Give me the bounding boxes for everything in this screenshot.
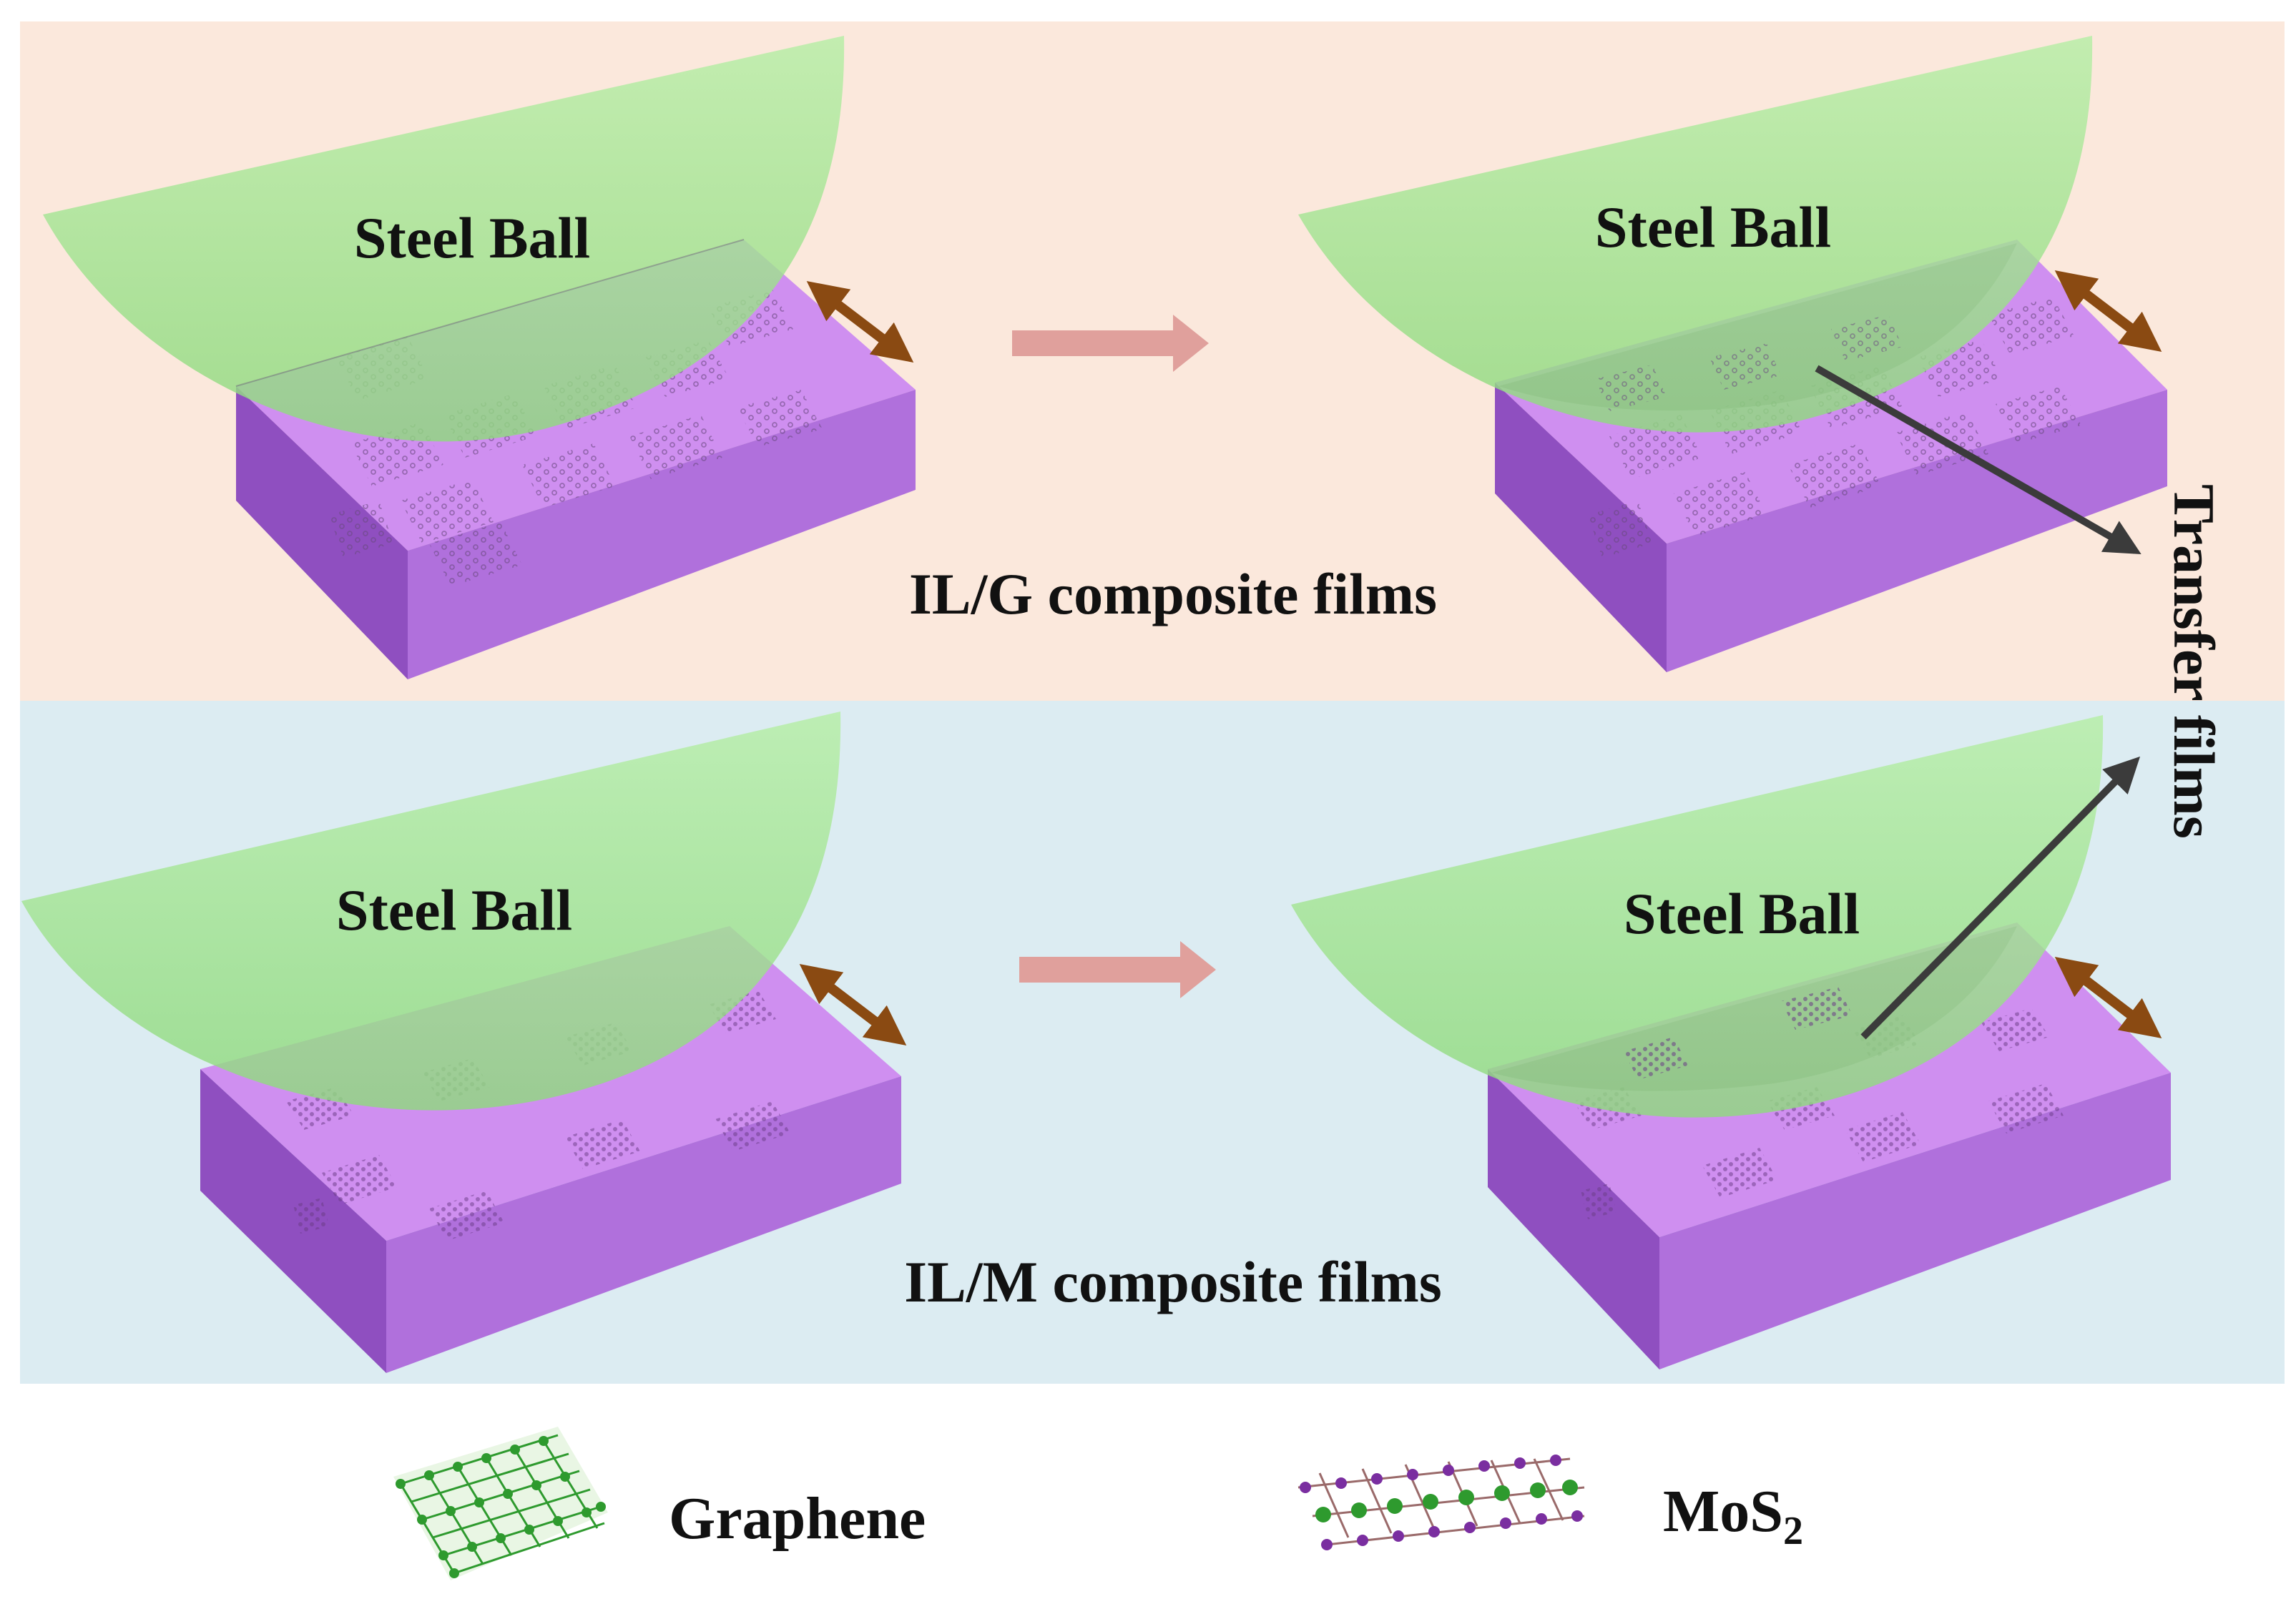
bottom-right-scene: Steel Ball [1291,715,2171,1369]
block-front-face [408,390,916,679]
reciprocating-arrow [799,964,907,1045]
block-front-face [386,1076,901,1373]
top-right-scene: Steel Ball [1298,36,2167,672]
steel-ball-label: Steel Ball [354,205,590,270]
bottom-left-scene: Steel Ball [21,712,907,1373]
mos2-icon [1297,1455,1585,1550]
process-arrow-bottom [1019,941,1216,998]
steel-ball-label: Steel Ball [1595,195,1831,260]
block-side-face [1495,383,1667,672]
transfer-film-arrow-top [1815,365,2142,554]
block-side-face [236,386,408,679]
top-panel-caption: IL/G composite films [909,561,1437,626]
mos2-legend-main: MoS [1663,1478,1783,1545]
transfer-film-dark-patches [1595,315,1903,411]
steel-ball-shape [43,36,845,442]
graphene-icon [393,1427,608,1580]
transfer-film-dark-patches [1624,987,1853,1080]
steel-ball-label: Steel Ball [1624,881,1860,946]
block-side-face [1488,1069,1659,1369]
process-arrow-top [1012,315,1209,372]
steel-ball-label: Steel Ball [336,877,572,943]
block-front-face [1667,390,2167,672]
transfer-film-arrow-bottom [1860,756,2141,1040]
transfer-films-label: Transfer films [2162,484,2227,839]
block-front-face [1659,1073,2171,1369]
block-side-face [200,1069,386,1373]
mos2-legend-label: MoS2 [1663,1477,1803,1554]
reciprocating-arrow [2054,957,2162,1038]
steel-ball-shape [21,712,841,1111]
graphene-legend-label: Graphene [669,1485,926,1552]
bottom-panel-caption: IL/M composite films [904,1249,1442,1314]
reciprocating-arrow [806,281,914,363]
reciprocating-arrow [2054,270,2162,352]
steel-ball-shape [1291,715,2104,1118]
top-left-scene: Steel Ball [43,36,916,679]
mos2-legend-subscript: 2 [1783,1508,1803,1553]
